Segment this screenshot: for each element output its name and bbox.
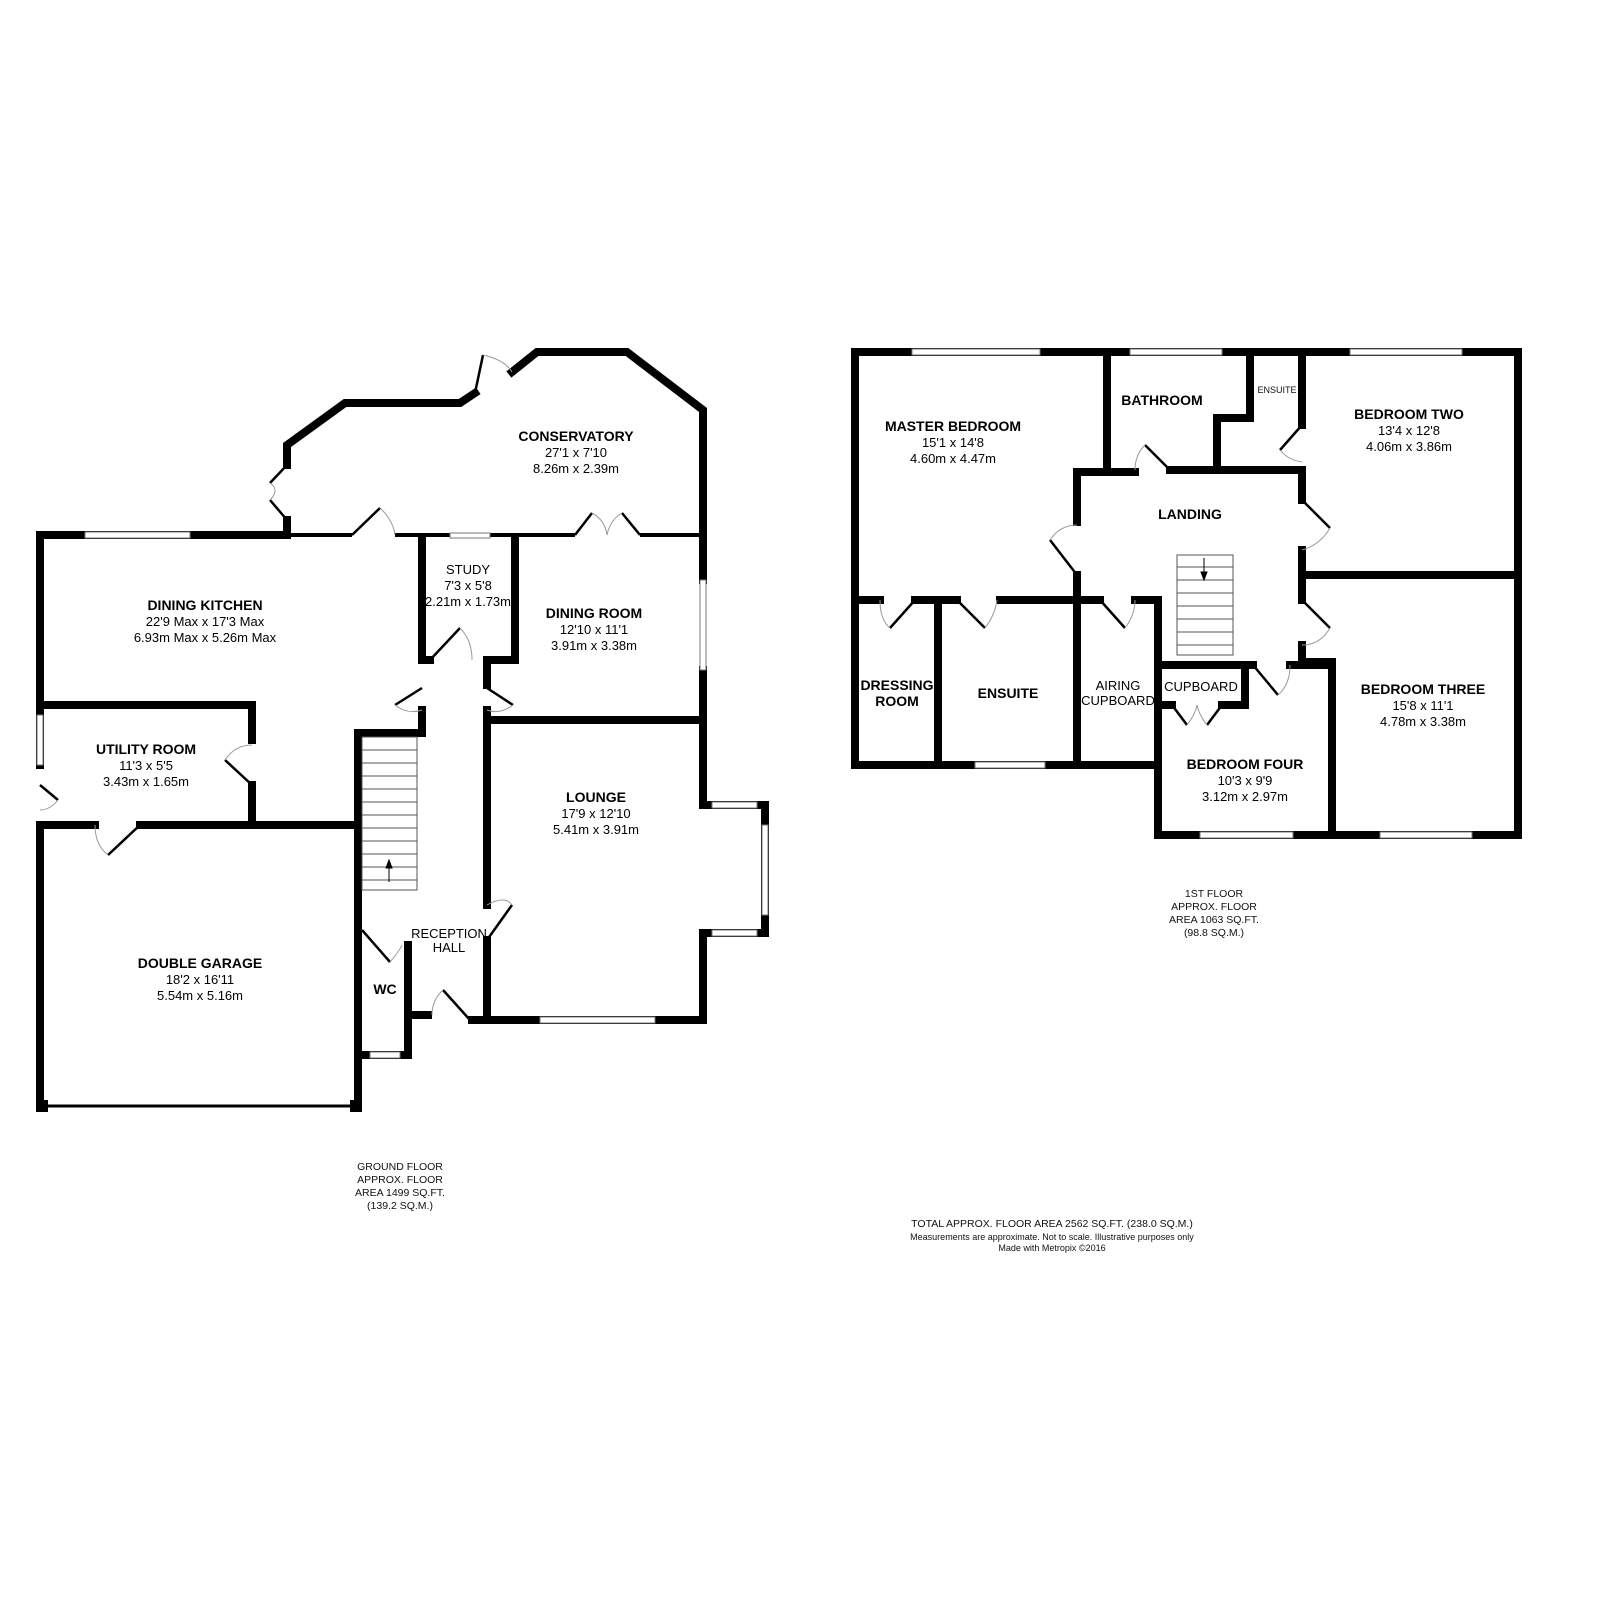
footer: TOTAL APPROX. FLOOR AREA 2562 SQ.FT. (23…: [910, 1218, 1194, 1253]
lounge-metric: 5.41m x 3.91m: [553, 822, 639, 837]
wc-name: WC: [373, 981, 396, 997]
reception-hall-line2: HALL: [433, 940, 466, 955]
stairs-down-arrow-icon: [1200, 558, 1208, 582]
lounge-name: LOUNGE: [566, 789, 626, 805]
bedroom-three-imperial: 15'8 x 11'1: [1392, 698, 1453, 713]
dining-room-metric: 3.91m x 3.38m: [551, 638, 637, 653]
ground-floor-stairs: [361, 736, 418, 891]
master-bedroom-name: MASTER BEDROOM: [885, 418, 1021, 434]
bedroom-two-metric: 4.06m x 3.86m: [1366, 439, 1452, 454]
dining-kitchen-metric: 6.93m Max x 5.26m Max: [134, 630, 277, 645]
airing-cupboard-line2: CUPBOARD: [1081, 693, 1155, 708]
first-floor-area-line4: (98.8 SQ.M.): [1184, 927, 1244, 939]
utility-room-imperial: 11'3 x 5'5: [119, 758, 173, 773]
utility-room-metric: 3.43m x 1.65m: [103, 774, 189, 789]
reception-hall-line1: RECEPTION: [411, 926, 487, 941]
ground-floor-labels: CONSERVATORY 27'1 x 7'10 8.26m x 2.39m D…: [96, 428, 642, 1212]
ground-floor-area-line3: AREA 1499 SQ.FT.: [355, 1187, 445, 1199]
dining-kitchen-name: DINING KITCHEN: [147, 597, 262, 613]
study-name: STUDY: [446, 562, 490, 577]
dressing-room-line1: DRESSING: [860, 677, 933, 693]
first-floor-labels: MASTER BEDROOM 15'1 x 14'8 4.60m x 4.47m…: [860, 385, 1485, 939]
master-bedroom-metric: 4.60m x 4.47m: [910, 451, 996, 466]
double-garage-name: DOUBLE GARAGE: [138, 955, 262, 971]
dining-kitchen-imperial: 22'9 Max x 17'3 Max: [146, 614, 265, 629]
conservatory-metric: 8.26m x 2.39m: [533, 461, 619, 476]
bedroom-four-metric: 3.12m x 2.97m: [1202, 789, 1288, 804]
first-floor-windows: [911, 348, 1473, 839]
bathroom-name: BATHROOM: [1121, 392, 1202, 408]
ground-floor-doors: [39, 354, 641, 1021]
ground-floor-area-line2: APPROX. FLOOR: [357, 1174, 443, 1186]
landing-name: LANDING: [1158, 506, 1222, 522]
first-floor-plan: MASTER BEDROOM 15'1 x 14'8 4.60m x 4.47m…: [851, 348, 1522, 939]
dining-room-name: DINING ROOM: [546, 605, 642, 621]
airing-cupboard-line1: AIRING: [1096, 678, 1141, 693]
ensuite-small-name: ENSUITE: [1257, 385, 1296, 395]
ensuite-name: ENSUITE: [978, 685, 1039, 701]
master-bedroom-imperial: 15'1 x 14'8: [922, 435, 984, 450]
ground-floor-windows: [36, 531, 769, 1059]
first-floor-walls: [851, 348, 1522, 839]
first-floor-area-line2: APPROX. FLOOR: [1171, 901, 1257, 913]
first-floor-stairs: [1176, 554, 1234, 656]
study-metric: 2.21m x 1.73m: [425, 594, 511, 609]
bedroom-four-name: BEDROOM FOUR: [1187, 756, 1304, 772]
conservatory-imperial: 27'1 x 7'10: [545, 445, 607, 460]
stairs-up-arrow-icon: [385, 858, 393, 882]
double-garage-metric: 5.54m x 5.16m: [157, 988, 243, 1003]
double-garage-imperial: 18'2 x 16'11: [166, 972, 234, 987]
ground-floor-walls: [36, 348, 769, 1112]
disclaimer: Measurements are approximate. Not to sca…: [910, 1232, 1194, 1242]
bedroom-three-name: BEDROOM THREE: [1361, 681, 1485, 697]
dressing-room-line2: ROOM: [875, 693, 919, 709]
ground-floor-area-line1: GROUND FLOOR: [357, 1161, 443, 1173]
first-floor-doors: [879, 424, 1331, 726]
total-floor-area: TOTAL APPROX. FLOOR AREA 2562 SQ.FT. (23…: [911, 1218, 1193, 1230]
conservatory-name: CONSERVATORY: [518, 428, 634, 444]
lounge-imperial: 17'9 x 12'10: [561, 806, 630, 821]
bedroom-two-imperial: 13'4 x 12'8: [1378, 423, 1440, 438]
bedroom-two-name: BEDROOM TWO: [1354, 406, 1464, 422]
first-floor-area-line1: 1ST FLOOR: [1185, 888, 1244, 900]
utility-room-name: UTILITY ROOM: [96, 741, 196, 757]
dining-room-imperial: 12'10 x 11'1: [560, 622, 628, 637]
ground-floor-area-line4: (139.2 SQ.M.): [367, 1200, 433, 1212]
study-imperial: 7'3 x 5'8: [444, 578, 492, 593]
bedroom-four-imperial: 10'3 x 9'9: [1218, 773, 1273, 788]
first-floor-area-line3: AREA 1063 SQ.FT.: [1169, 914, 1259, 926]
ground-floor-plan: CONSERVATORY 27'1 x 7'10 8.26m x 2.39m D…: [36, 348, 769, 1212]
bedroom-three-metric: 4.78m x 3.38m: [1380, 714, 1466, 729]
cupboard-name: CUPBOARD: [1164, 679, 1238, 694]
credit: Made with Metropix ©2016: [998, 1243, 1105, 1253]
